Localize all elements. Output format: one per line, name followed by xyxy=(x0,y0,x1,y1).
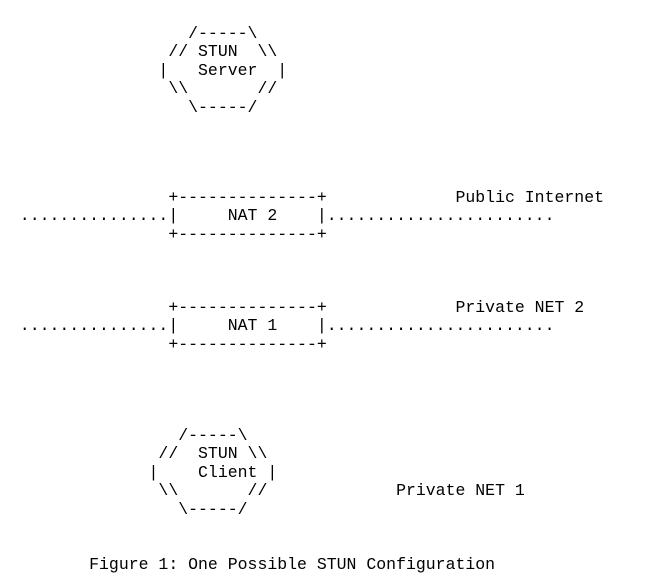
nat-1-network-line: ...............| NAT 1 |................… xyxy=(0,316,555,336)
stun-client-line-2: // STUN \\ xyxy=(0,444,268,464)
nat-1-bottom-border: +--------------+ xyxy=(0,334,327,354)
stun-client-line-1: /-----\ xyxy=(0,426,248,445)
nat-2-top-border-and-label: +--------------+ Public Internet xyxy=(0,188,604,207)
stun-server-line-2: // STUN \\ xyxy=(0,42,278,62)
stun-server-line-3: | Server | xyxy=(0,60,288,80)
stun-server-line-4: \\ // xyxy=(0,79,278,99)
stun-server-line-5: \-----/ xyxy=(0,97,258,117)
nat-1-top-border-and-label: +--------------+ Private NET 2 xyxy=(0,298,585,317)
stun-client-line-4-and-label: \\ // Private NET 1 xyxy=(0,481,525,501)
nat-2-bottom-border: +--------------+ xyxy=(0,224,327,244)
stun-client-line-3: | Client | xyxy=(0,462,278,482)
stun-server-line-1: /-----\ xyxy=(0,24,258,43)
nat-2-network-line: ...............| NAT 2 |................… xyxy=(0,206,555,226)
stun-client-line-5: \-----/ xyxy=(0,499,248,519)
figure-caption: Figure 1: One Possible STUN Configuratio… xyxy=(0,555,496,574)
